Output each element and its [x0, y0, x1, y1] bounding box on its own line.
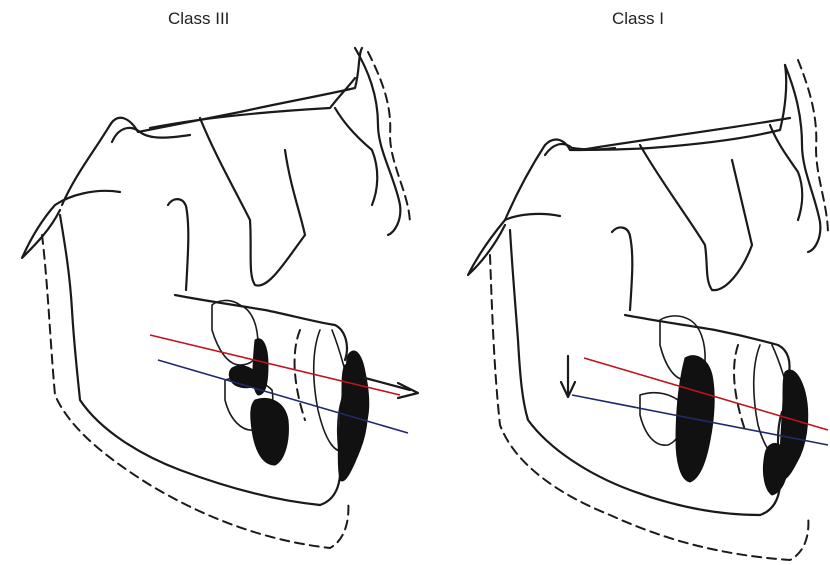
pterygoid-outline [168, 199, 188, 290]
cranial-base-outline [62, 48, 362, 205]
sphenoid-outline [468, 214, 560, 275]
tracing-class-i [468, 60, 828, 560]
upper-incisor-dashed [734, 345, 745, 430]
nasal-outline [770, 125, 802, 220]
upper-incisor-dashed [295, 330, 305, 420]
cranial-base-outline [505, 65, 786, 220]
nasal-outline [335, 108, 377, 205]
mandible-dashed-outline [42, 235, 348, 548]
tracing-class-iii [22, 48, 418, 548]
maxilla-outline [640, 145, 752, 290]
pterygoid-outline [612, 227, 632, 310]
ramus-outline [60, 215, 320, 505]
molar-blk [251, 398, 289, 465]
palate-line [150, 78, 355, 128]
sphenoid-outline [22, 191, 120, 258]
soft-tissue-nose [785, 65, 820, 252]
maxilla-outline [200, 118, 305, 286]
upper-incisor-blk [763, 444, 788, 495]
